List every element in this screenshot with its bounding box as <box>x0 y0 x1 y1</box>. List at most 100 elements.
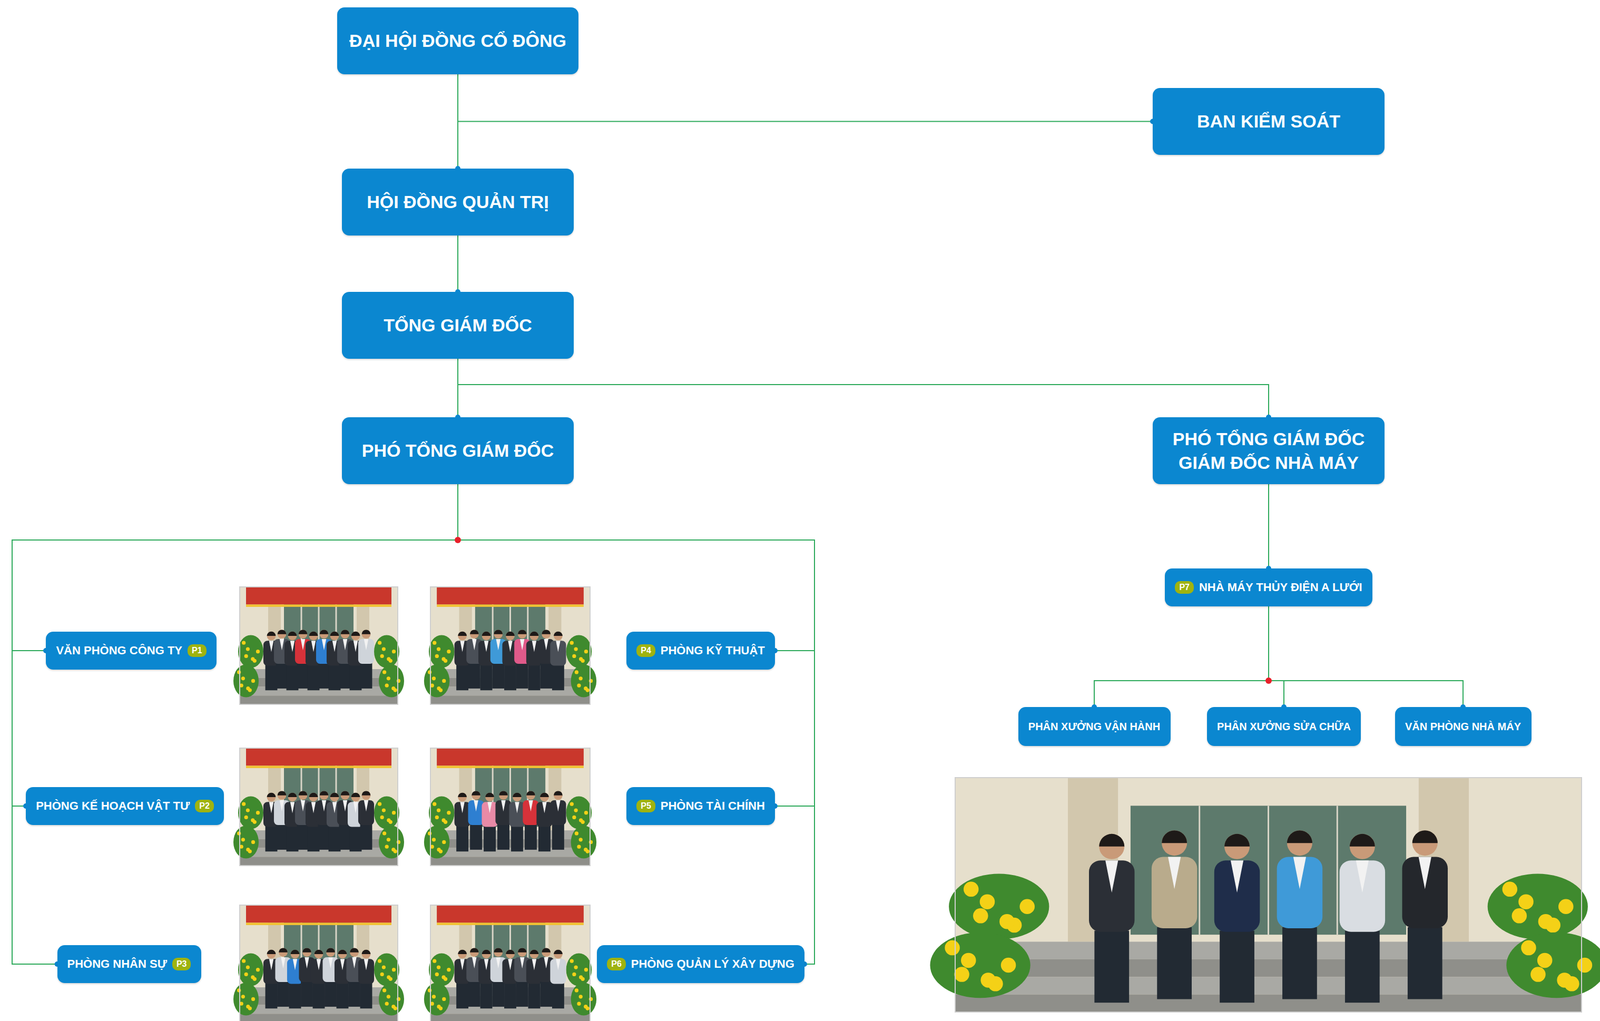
org-box: HỘI ĐỒNG QUẢN TRỊ <box>341 168 574 236</box>
person-head <box>1161 830 1187 856</box>
photo-flower <box>578 994 583 999</box>
person-hair <box>541 947 551 952</box>
person-legs <box>276 823 289 850</box>
photo-plant <box>571 664 597 698</box>
person-hair <box>340 629 350 634</box>
person-hair <box>267 792 277 798</box>
person-head <box>277 790 287 800</box>
photo-flower <box>583 1004 588 1009</box>
person-head <box>505 949 515 959</box>
connector-group <box>12 74 1466 967</box>
org-box: P4PHÒNG KỸ THUẬT <box>626 631 775 670</box>
person-head <box>298 629 308 639</box>
photo-flower <box>1558 898 1574 915</box>
person-legs <box>1156 927 1192 1000</box>
person-head <box>349 947 359 957</box>
person-legs <box>1219 930 1255 1004</box>
photo-flower <box>246 965 250 969</box>
photo-flower <box>436 1004 441 1009</box>
photo-wall <box>239 586 398 705</box>
org-connector <box>12 484 458 651</box>
org-box: ĐẠI HỘI ĐỒNG CỔ ĐÔNG <box>337 7 579 75</box>
person-head <box>361 949 371 959</box>
junction-dot <box>1265 677 1272 684</box>
person-head <box>340 790 350 800</box>
person-hair <box>541 629 551 634</box>
person-legs <box>277 980 290 1007</box>
photo-flower <box>999 914 1015 930</box>
person-legs <box>1282 927 1318 1000</box>
person-body <box>536 801 553 827</box>
person-shirt <box>507 958 513 970</box>
person-head <box>278 947 288 957</box>
photo-flower <box>446 649 451 654</box>
org-connector <box>1268 606 1284 708</box>
photo-flower <box>382 831 387 836</box>
person-shirt <box>555 800 561 812</box>
group-photo <box>424 586 597 705</box>
person-head <box>553 631 563 641</box>
person-shirt <box>328 957 333 969</box>
person-shirt <box>1293 857 1307 890</box>
photo-plant <box>571 825 597 859</box>
person-hair <box>553 790 563 795</box>
photo-flower <box>391 967 396 972</box>
photo-flower <box>380 815 385 820</box>
person-legs <box>504 982 517 1009</box>
photo-step <box>430 839 591 849</box>
photo-flower <box>380 654 385 659</box>
person-legs <box>300 980 313 1007</box>
person-head <box>505 631 515 641</box>
photo-frame <box>430 586 591 705</box>
person-head <box>361 790 371 800</box>
photo-flower <box>256 810 260 815</box>
group-photo <box>929 777 1600 1013</box>
person-body <box>495 800 512 826</box>
person-legs <box>265 982 278 1009</box>
person-legs <box>360 662 373 689</box>
photo-flower <box>250 656 255 661</box>
photo-flower <box>973 908 989 924</box>
group-photo <box>424 748 597 866</box>
person-body <box>1214 860 1261 932</box>
photo-plant <box>428 796 455 829</box>
photo-door <box>475 762 546 828</box>
person-hair <box>298 790 308 795</box>
person-head <box>288 792 298 802</box>
person-hair <box>319 790 329 795</box>
photo-plant <box>233 664 259 698</box>
person-body <box>1401 857 1448 929</box>
photo-plant <box>424 664 450 698</box>
callout-number: P1 <box>187 644 207 657</box>
person-shirt <box>496 957 501 969</box>
photo-flower <box>436 686 441 691</box>
person-legs <box>297 823 310 850</box>
person-legs <box>276 662 289 689</box>
org-connector <box>457 74 1153 122</box>
callout-number: P7 <box>1174 581 1194 594</box>
photo-wall <box>955 777 1582 1013</box>
photo-flower <box>578 656 583 661</box>
person-legs <box>480 664 493 691</box>
person-shirt <box>364 958 369 970</box>
person-shirt <box>311 801 316 813</box>
group-photo <box>233 586 405 705</box>
person-head <box>309 792 319 802</box>
person-legs <box>318 662 331 689</box>
person-hair <box>277 790 287 795</box>
person-head <box>267 949 277 959</box>
photo-flower <box>251 840 255 844</box>
person-head <box>326 947 336 957</box>
photo-flower <box>584 649 588 654</box>
person-head <box>482 949 492 959</box>
person-body <box>468 800 485 826</box>
org-connector <box>1268 484 1270 569</box>
person-hair <box>361 790 371 795</box>
photo-flower <box>583 847 588 852</box>
person-legs <box>324 980 337 1007</box>
photo-step <box>955 941 1582 960</box>
photo-step <box>430 856 591 866</box>
person-hair <box>498 790 508 795</box>
person-body <box>1151 857 1198 929</box>
photo-plant <box>929 932 1030 999</box>
